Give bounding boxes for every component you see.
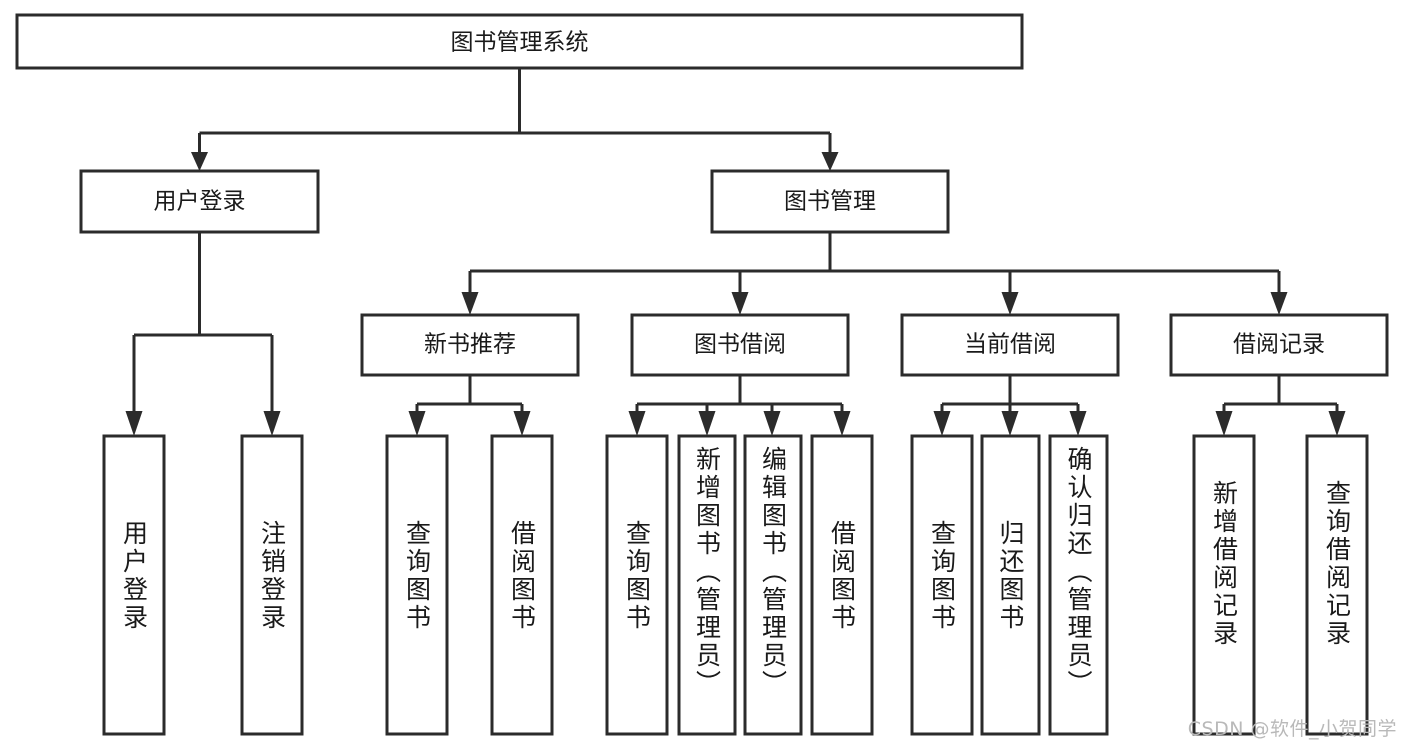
node-box-leaf-edit-book[interactable] [743, 434, 803, 736]
node-layer: 图书管理系统 用户登录 图书管理 新书推荐 图书借阅 当前借阅 借阅记录 [15, 13, 1389, 736]
arrow-head-new-book-recommend [461, 292, 479, 315]
node-box-leaf-add-book[interactable] [677, 434, 737, 736]
node-box-leaf-return-book[interactable] [980, 434, 1041, 736]
node-box-leaf-query-book-2[interactable] [605, 434, 669, 736]
node-box-current-borrow[interactable] [900, 313, 1120, 377]
arrow-head-leaf-query-book-2 [628, 411, 646, 436]
node-box-borrow-record[interactable] [1169, 313, 1389, 377]
arrow-head-leaf-query-book-1 [408, 411, 426, 436]
arrow-head-leaf-query-book-3 [933, 411, 951, 436]
arrow-head-leaf-borrow-book-1 [513, 411, 531, 436]
node-box-leaf-query-record[interactable] [1305, 434, 1369, 736]
node-label-current-borrow: 当前借阅 [964, 332, 1056, 358]
arrow-head-leaf-confirm-return [1069, 411, 1087, 436]
arrow-head-leaf-add-record [1215, 411, 1233, 436]
node-box-leaf-user-logout[interactable] [240, 434, 304, 736]
arrow-head-book-borrow [731, 292, 749, 315]
node-box-leaf-add-record[interactable] [1192, 434, 1256, 736]
node-box-new-book-recommend[interactable] [360, 313, 580, 377]
node-label-book-management: 图书管理 [784, 189, 876, 215]
node-label-book-borrow: 图书借阅 [694, 332, 786, 358]
arrow-head-leaf-user-logout [263, 411, 281, 436]
arrow-head-leaf-return-book [1001, 411, 1019, 436]
connector-layer [125, 68, 1346, 436]
node-box-leaf-query-book-3[interactable] [910, 434, 974, 736]
node-box-leaf-user-login[interactable] [102, 434, 166, 736]
csdn-watermark: CSDN @软件_小贺同学 [1187, 718, 1397, 740]
node-box-leaf-borrow-book-2[interactable] [810, 434, 874, 736]
node-box-user-login[interactable] [79, 169, 320, 234]
node-box-root[interactable] [15, 13, 1024, 70]
node-label-root: 图书管理系统 [451, 30, 589, 56]
arrow-head-leaf-borrow-book-2 [833, 411, 851, 436]
arrow-head-leaf-user-login [125, 411, 143, 436]
arrow-head-leaf-query-record [1328, 411, 1346, 436]
node-box-leaf-query-book-1[interactable] [385, 434, 449, 736]
arrow-head-leaf-edit-book [763, 411, 781, 436]
arrow-head-current-borrow [1001, 292, 1019, 315]
node-label-user-login: 用户登录 [154, 189, 246, 215]
node-box-book-borrow[interactable] [630, 313, 850, 377]
arrow-head-leaf-add-book [698, 411, 716, 436]
node-label-new-book-recommend: 新书推荐 [424, 332, 516, 358]
arrow-head-user-login [191, 152, 208, 171]
node-box-leaf-borrow-book-1[interactable] [490, 434, 554, 736]
node-label-borrow-record: 借阅记录 [1233, 332, 1325, 358]
arrow-head-borrow-record [1270, 292, 1288, 315]
arrow-head-book-management [821, 152, 839, 171]
node-box-book-management[interactable] [710, 169, 950, 234]
node-box-leaf-confirm-return[interactable] [1048, 434, 1109, 736]
